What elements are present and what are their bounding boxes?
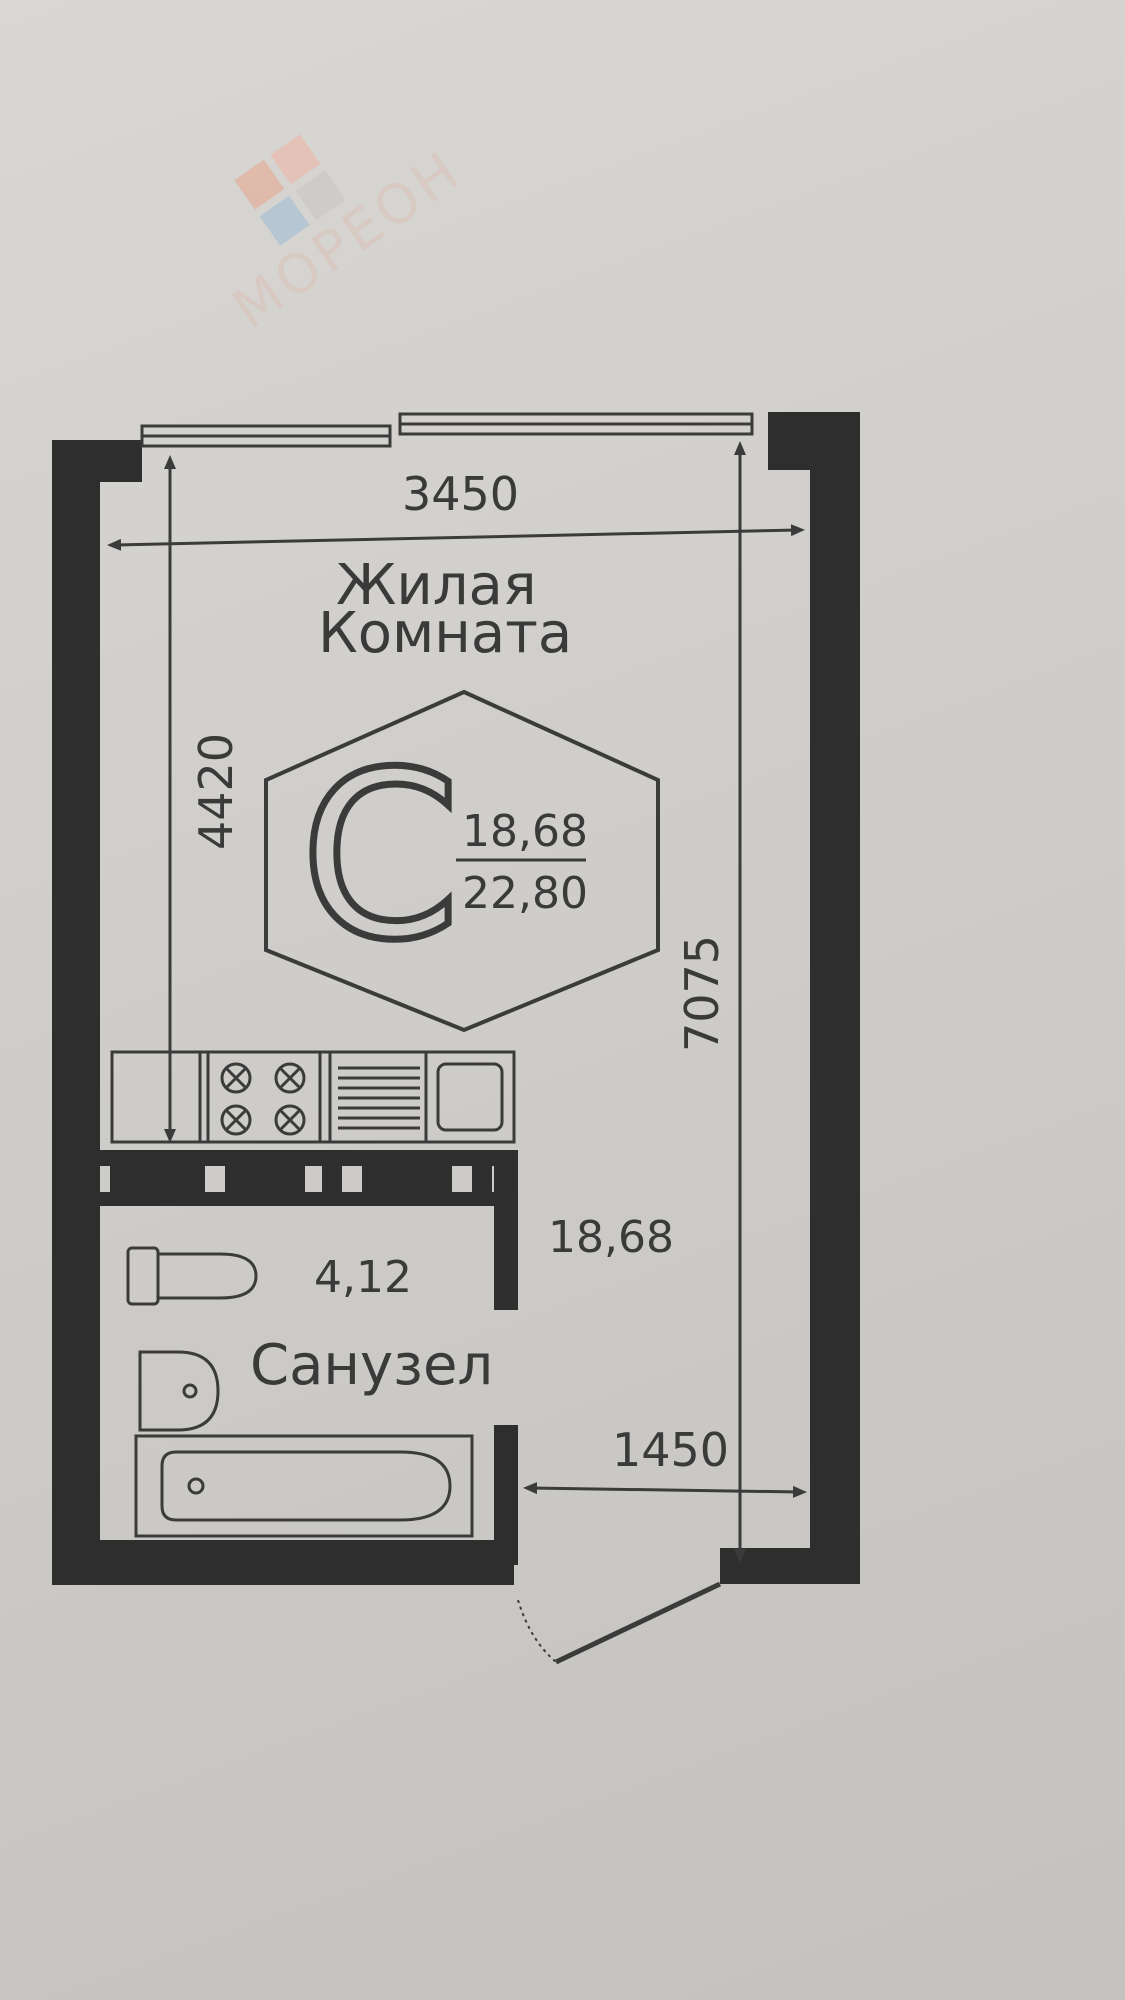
logo-square-icon — [270, 134, 321, 185]
dimension-lines — [107, 441, 807, 1563]
total-length-dimension-label: 7075 — [675, 935, 729, 1052]
living-room-area: 18,68 — [548, 1212, 674, 1263]
sink-icon — [328, 1052, 504, 1142]
room-depth-dimension-label: 4420 — [189, 733, 243, 850]
left-wall — [52, 440, 100, 1585]
logo-square-icon — [234, 159, 285, 210]
washbasin-icon — [138, 1350, 220, 1432]
bathroom-area: 4,12 — [314, 1252, 412, 1303]
bathroom-name: Санузел — [250, 1333, 493, 1398]
width-dimension-line — [107, 524, 805, 551]
bathroom-wall-lower — [494, 1425, 518, 1565]
entrance-door — [517, 1581, 722, 1665]
living-room-name-line1: Жилая — [336, 553, 537, 618]
windows — [140, 412, 754, 448]
badge-living-area: 18,68 — [462, 806, 588, 857]
right-wall — [810, 412, 860, 1582]
living-room-name-line2: Комната — [318, 601, 572, 666]
apartment-type-badge: С 18,68 22,80 — [264, 689, 660, 1033]
bottom-wall — [52, 1540, 514, 1585]
bathroom-fixtures — [126, 1246, 474, 1538]
corridor-dimension-line — [523, 1482, 807, 1498]
partition-wall — [100, 1150, 518, 1206]
badge-total-area: 22,80 — [462, 868, 588, 919]
toilet-icon — [126, 1246, 258, 1306]
brand-logo: МОРЕОН — [221, 134, 473, 341]
bathroom-wall-upper — [494, 1150, 518, 1310]
logo-square-icon — [295, 170, 346, 221]
width-dimension-label: 3450 — [402, 467, 519, 521]
hexagon-icon — [264, 689, 660, 1033]
apartment-type-letter: С — [300, 724, 461, 991]
bathtub-icon — [134, 1434, 474, 1538]
logo-square-icon — [259, 195, 310, 246]
kitchen-counter — [110, 1050, 516, 1144]
stove-icon — [206, 1050, 322, 1144]
corridor-width-dimension-label: 1450 — [612, 1423, 729, 1477]
